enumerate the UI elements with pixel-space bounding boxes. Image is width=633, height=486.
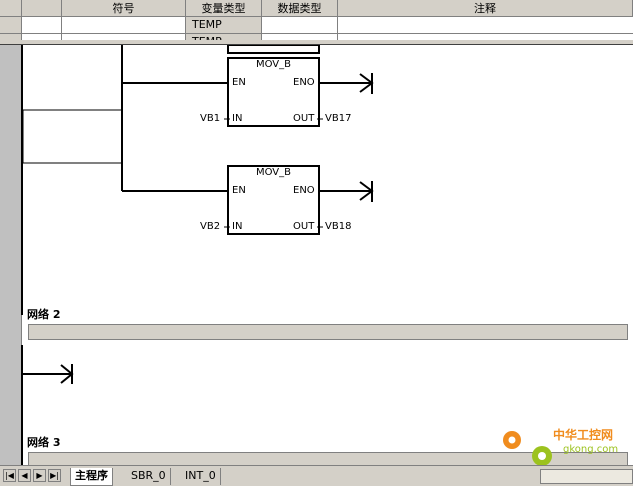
in-operand[interactable]: VB1 (200, 113, 221, 124)
tab-label: INT_0 (185, 469, 216, 482)
first-tab-button[interactable]: |◀ (3, 469, 16, 482)
horizontal-scrollbar[interactable] (540, 469, 633, 484)
tab-label: 主程序 (75, 469, 108, 482)
out-pin-label: OUT (293, 113, 315, 124)
network-comment-bar[interactable] (28, 452, 628, 465)
en-pin-label: EN (232, 185, 246, 196)
block-title: MOV_B (255, 59, 292, 70)
in-operand[interactable]: VB2 (200, 221, 221, 232)
next-icon: ▶ (36, 471, 43, 480)
first-icon: |◀ (5, 471, 14, 480)
tab-sbr-0[interactable]: SBR_0 (127, 468, 171, 485)
network-label[interactable]: 网络 3 (27, 436, 61, 449)
column-header-var-type[interactable]: 变量类型 (186, 0, 262, 17)
column-header-data-type[interactable]: 数据类型 (262, 0, 338, 17)
row-header-corner (0, 0, 22, 17)
prev-tab-button[interactable]: ◀ (18, 469, 31, 482)
network-comment-bar[interactable] (28, 324, 628, 340)
gear-icon (503, 431, 521, 449)
var-type-cell: TEMP (192, 18, 222, 31)
ladder-editor[interactable]: MOV_B EN ENO IN OUT VB1 VB17 MOV_B EN EN… (0, 45, 633, 465)
out-operand[interactable]: VB18 (325, 221, 352, 232)
column-header-comment[interactable]: 注释 (338, 0, 633, 17)
tab-label: SBR_0 (131, 469, 166, 482)
block-title: MOV_B (255, 167, 292, 178)
watermark-text: 中华工控网 (553, 428, 614, 442)
mov-b-block-2 (227, 165, 320, 235)
eno-pin-label: ENO (293, 185, 315, 196)
prev-icon: ◀ (21, 471, 28, 480)
column-header-blank[interactable] (22, 0, 62, 17)
network-label[interactable]: 网络 2 (27, 308, 61, 321)
column-header-symbol[interactable]: 符号 (62, 0, 186, 17)
table-row[interactable]: TEMP (186, 34, 261, 40)
en-pin-label: EN (232, 77, 246, 88)
row-header[interactable] (0, 17, 22, 40)
out-operand[interactable]: VB17 (325, 113, 352, 124)
eno-pin-label: ENO (293, 77, 315, 88)
variable-table: 符号 变量类型 数据类型 注释 TEMP TEMP (0, 0, 633, 40)
tab-main[interactable]: 主程序 (70, 468, 113, 486)
gear-icon (532, 446, 552, 465)
next-tab-button[interactable]: ▶ (33, 469, 46, 482)
watermark-domain: gkong.com (563, 444, 619, 455)
last-icon: ▶| (50, 471, 59, 480)
watermark-logo: 中华工控网 gkong.com (498, 420, 633, 465)
tab-int-0[interactable]: INT_0 (181, 468, 221, 485)
tab-bar: |◀ ◀ ▶ ▶| 主程序 SBR_0 INT_0 (0, 465, 633, 486)
ladder-diagram (21, 45, 374, 465)
in-pin-label: IN (232, 113, 243, 124)
mov-b-block-1 (227, 57, 320, 127)
in-pin-label: IN (232, 221, 243, 232)
out-pin-label: OUT (293, 221, 315, 232)
previous-box-remnant (227, 45, 320, 54)
var-type-cell: TEMP (192, 35, 222, 40)
contact-box (22, 109, 123, 164)
last-tab-button[interactable]: ▶| (48, 469, 61, 482)
table-row[interactable]: TEMP (186, 17, 261, 33)
